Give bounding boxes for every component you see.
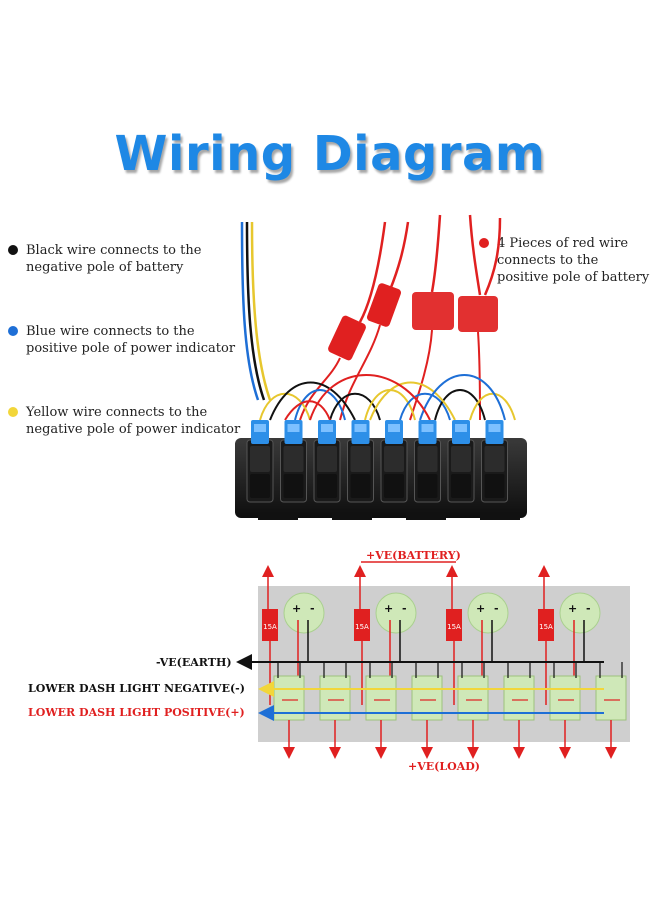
indicator-lamp-icon <box>467 592 509 634</box>
switch-terminal-block <box>365 675 397 721</box>
legend-text: negative pole of power indicator <box>26 422 241 437</box>
diagram-title: Wiring Diagram <box>114 126 546 182</box>
indicator-lamp-icon <box>375 592 417 634</box>
earth-label: -VE(EARTH) <box>156 656 232 669</box>
rocker-switch <box>481 420 508 503</box>
rocker-switch <box>447 420 475 503</box>
fuse-icon <box>262 609 278 641</box>
switch-terminal-block <box>411 675 443 721</box>
switch-terminal-block <box>503 675 535 721</box>
black-dot-icon <box>8 245 18 255</box>
indicator-lamp-icon <box>559 592 601 634</box>
legend-red-wire: 4 Pieces of red wire connects to the pos… <box>479 235 650 286</box>
plus-sign: + <box>568 602 577 615</box>
red-dot-icon <box>479 238 489 248</box>
legend-yellow-wire: Yellow wire connects to the negative pol… <box>8 404 241 438</box>
blue-dot-icon <box>8 326 18 336</box>
switch-terminal-block <box>319 675 351 721</box>
fuse-icon <box>446 609 462 641</box>
load-label: +VE(LOAD) <box>408 760 480 773</box>
switch-circuit-unit: 15A +- <box>262 565 351 759</box>
plus-sign: + <box>292 602 301 615</box>
legend-black-wire: Black wire connects to the negative pole… <box>8 242 202 276</box>
minus-sign: - <box>494 602 499 615</box>
switch-circuit-unit: 15A +- <box>446 565 535 759</box>
minus-sign: - <box>402 602 407 615</box>
minus-sign: - <box>586 602 591 615</box>
rocker-switch <box>347 420 374 503</box>
fuse-icon <box>354 609 370 641</box>
switch-circuit-unit: 15A +- <box>538 565 627 759</box>
plus-sign: + <box>476 602 485 615</box>
legend-blue-wire: Blue wire connects to the positive pole … <box>8 323 236 357</box>
plus-sign: + <box>384 602 393 615</box>
rocker-switch <box>246 420 274 503</box>
switch-terminal-block <box>595 675 627 721</box>
yellow-dot-icon <box>8 407 18 417</box>
rocker-switch <box>313 420 341 503</box>
fuse-icon <box>538 609 554 641</box>
minus-sign: - <box>310 602 315 615</box>
legend-text: Yellow wire connects to the <box>26 405 208 420</box>
rocker-switch <box>414 420 441 503</box>
lower-dash-negative-label: LOWER DASH LIGHT NEGATIVE(-) <box>28 682 245 695</box>
battery-label: +VE(BATTERY) <box>366 549 461 562</box>
legend-text: 4 Pieces of red wire <box>497 236 629 251</box>
switch-terminal-block <box>549 675 581 721</box>
switch-circuit-unit: 15A +- <box>354 565 443 759</box>
switch-panel-illustration <box>235 214 527 520</box>
legend-text: positive pole of power indicator <box>26 341 236 356</box>
legend-text: connects to the <box>497 253 599 268</box>
fuse-label: 15A <box>263 623 277 631</box>
fuse-label: 15A <box>355 623 369 631</box>
lower-dash-positive-label: LOWER DASH LIGHT POSITIVE(+) <box>28 706 245 719</box>
switch-terminal-block <box>273 675 305 721</box>
rocker-switch <box>380 420 408 503</box>
indicator-lamp-icon <box>283 592 325 634</box>
legend-text: positive pole of battery <box>497 270 650 285</box>
switch-terminal-block <box>457 675 489 721</box>
rocker-switch <box>280 420 307 503</box>
legend-text: Black wire connects to the <box>26 243 202 258</box>
legend-text: negative pole of battery <box>26 260 184 275</box>
legend-text: Blue wire connects to the <box>26 324 195 339</box>
fuse-label: 15A <box>539 623 553 631</box>
fuse-label: 15A <box>447 623 461 631</box>
schematic-panel <box>258 586 630 742</box>
